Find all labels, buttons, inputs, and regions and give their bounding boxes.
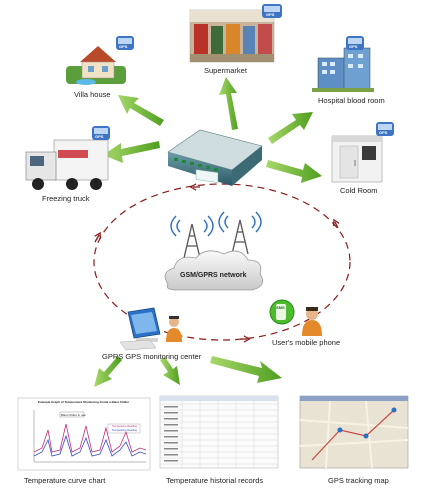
cloud-shape [164,250,264,291]
hospital-image [312,47,374,92]
label-records: Temperature historial records [166,476,264,485]
label-supermarket: Supermarket [204,66,247,75]
ring-arrow [94,231,101,243]
tower-icon [170,211,262,259]
arrow-to-cold-room [266,160,322,183]
label-truck: Freezing truck [42,194,90,203]
arrow-to-truck [103,141,160,163]
label-monitoring-center: GPRS GPS monitoring center [102,352,202,361]
villa-image [66,46,126,85]
label-cold-room: Cold Room [340,186,378,195]
central-device [167,129,263,186]
supermarket-image [189,9,275,63]
label-curve-chart: Temperature curve chart [24,476,106,485]
person-icon [166,316,182,342]
gps-badge-label: GPS [379,130,388,135]
chart-thumb-legend-1: Temperature Reading [112,425,137,428]
truck-image [25,139,109,190]
gps-badges [92,4,394,140]
label-mobile-phone: User's mobile phone [272,338,341,347]
chart-thumb-legend-2: Temperature Reading [112,429,137,432]
arrow-to-records [160,357,180,385]
records-thumbnail [159,395,279,469]
label-hospital: Hospital blood room [318,96,385,105]
mobile-phone-icon [269,299,295,325]
green-arrows [94,77,322,387]
gps-badge-label: GPS [266,12,275,17]
gps-badge-label: GPS [95,134,104,139]
dashed-ring [93,183,351,341]
gps-badge-label: GPS [349,44,358,49]
gps-badge-label: GPS [119,44,128,49]
arrow-to-supermarket [219,77,238,130]
pc-icon [119,307,161,351]
chart-thumb-annotation: Blast Chiller in use [61,412,86,417]
label-network: GSM/GPRS network [180,272,247,279]
arrow-to-map [210,356,282,383]
gps-map-thumbnail [299,395,409,469]
arrow-to-chart [94,356,122,387]
curve-chart-thumbnail [17,397,151,471]
arrow-to-hospital [268,112,313,144]
label-gps-map: GPS tracking map [328,476,389,485]
sms-label: SMS [276,305,285,310]
ring-arrow [332,218,340,229]
cold-room-image [331,135,383,183]
label-villa: Villa house [74,90,111,99]
chart-thumb-title: Example Graph of Temperature Monitoring … [38,400,130,404]
person-icon [302,307,322,336]
arrow-to-villa [118,95,164,126]
